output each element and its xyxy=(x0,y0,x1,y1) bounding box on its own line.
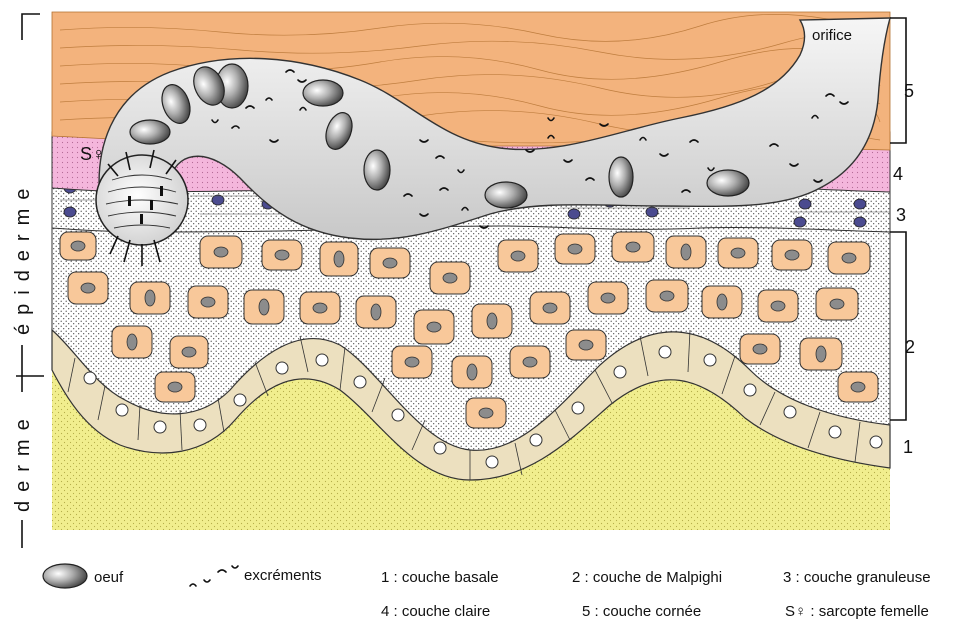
dermis-label: derme xyxy=(12,410,34,512)
legend-granular: 3 : couche granuleuse xyxy=(783,569,931,586)
orifice-label: orifice xyxy=(812,27,852,44)
legend-clear: 4 : couche claire xyxy=(381,603,490,620)
female-label: S♀ xyxy=(80,144,106,164)
layer-number-4: 4 xyxy=(893,164,903,184)
legend-basal: 1 : couche basale xyxy=(381,569,499,586)
legend-egg: oeuf xyxy=(94,569,124,586)
legend-excrement: excréments xyxy=(244,567,322,584)
legend-excrement-icon xyxy=(190,566,238,586)
layer-number-5: 5 xyxy=(904,81,914,101)
legend: oeuf excréments 1 : couche basale 2 : co… xyxy=(43,564,931,620)
layer-number-1: 1 xyxy=(903,437,913,457)
legend-malpighi: 2 : couche de Malpighi xyxy=(572,569,722,586)
layer-number-3: 3 xyxy=(896,205,906,225)
legend-sarcopte: S♀ : sarcopte femelle xyxy=(785,603,929,620)
legend-horny: 5 : couche cornée xyxy=(582,603,701,620)
legend-egg-icon xyxy=(43,564,87,588)
layer-number-2: 2 xyxy=(905,337,915,357)
epidermis-label: épiderme xyxy=(12,180,34,335)
